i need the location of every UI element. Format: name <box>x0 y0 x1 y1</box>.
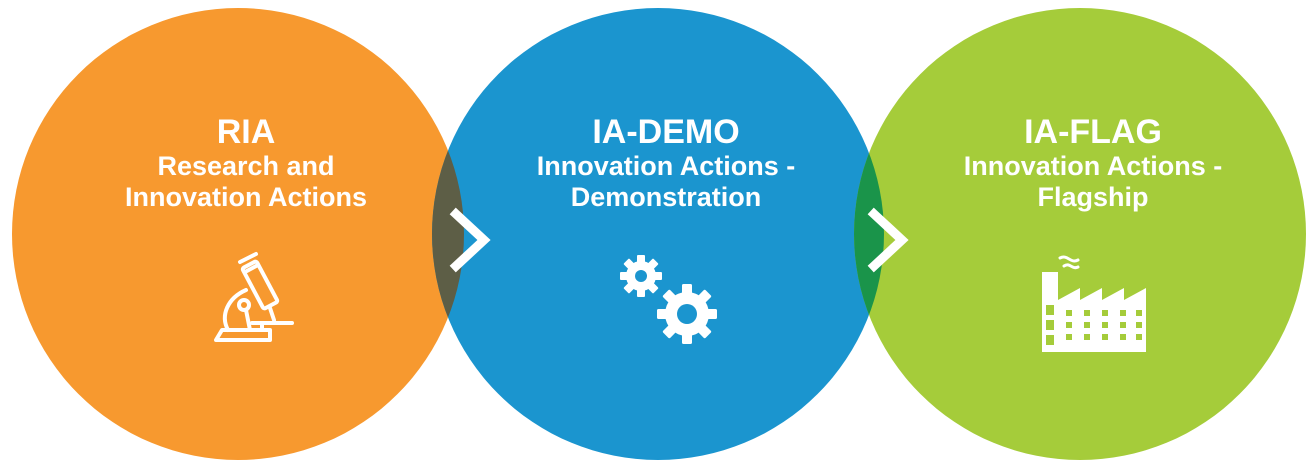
ia-flag-label-group: IA-FLAG Innovation Actions - Flagship <box>964 113 1223 212</box>
ia-demo-label-group: IA-DEMO Innovation Actions - Demonstrati… <box>537 113 796 212</box>
chevron-right-icon <box>867 207 909 273</box>
ia-flag-circle <box>854 8 1306 460</box>
ia-demo-circle <box>432 8 884 460</box>
stage-subtitle: Flagship <box>1037 182 1148 212</box>
ria-circle <box>12 8 464 460</box>
ria-label-group: RIA Research and Innovation Actions <box>125 113 367 212</box>
microscope-icon <box>214 252 294 342</box>
stage-title: IA-FLAG <box>1024 113 1162 151</box>
stage-subtitle: Innovation Actions <box>125 182 367 212</box>
factory-icon <box>1042 255 1146 352</box>
chevron-right-icon <box>449 207 491 273</box>
stage-subtitle: Innovation Actions - <box>537 151 796 181</box>
stage-subtitle: Research and <box>157 151 334 181</box>
stage-subtitle: Innovation Actions - <box>964 151 1223 181</box>
gears-icon <box>620 255 717 344</box>
stage-title: IA-DEMO <box>592 113 739 151</box>
stage-subtitle: Demonstration <box>571 182 762 212</box>
stage-title: RIA <box>217 113 276 151</box>
